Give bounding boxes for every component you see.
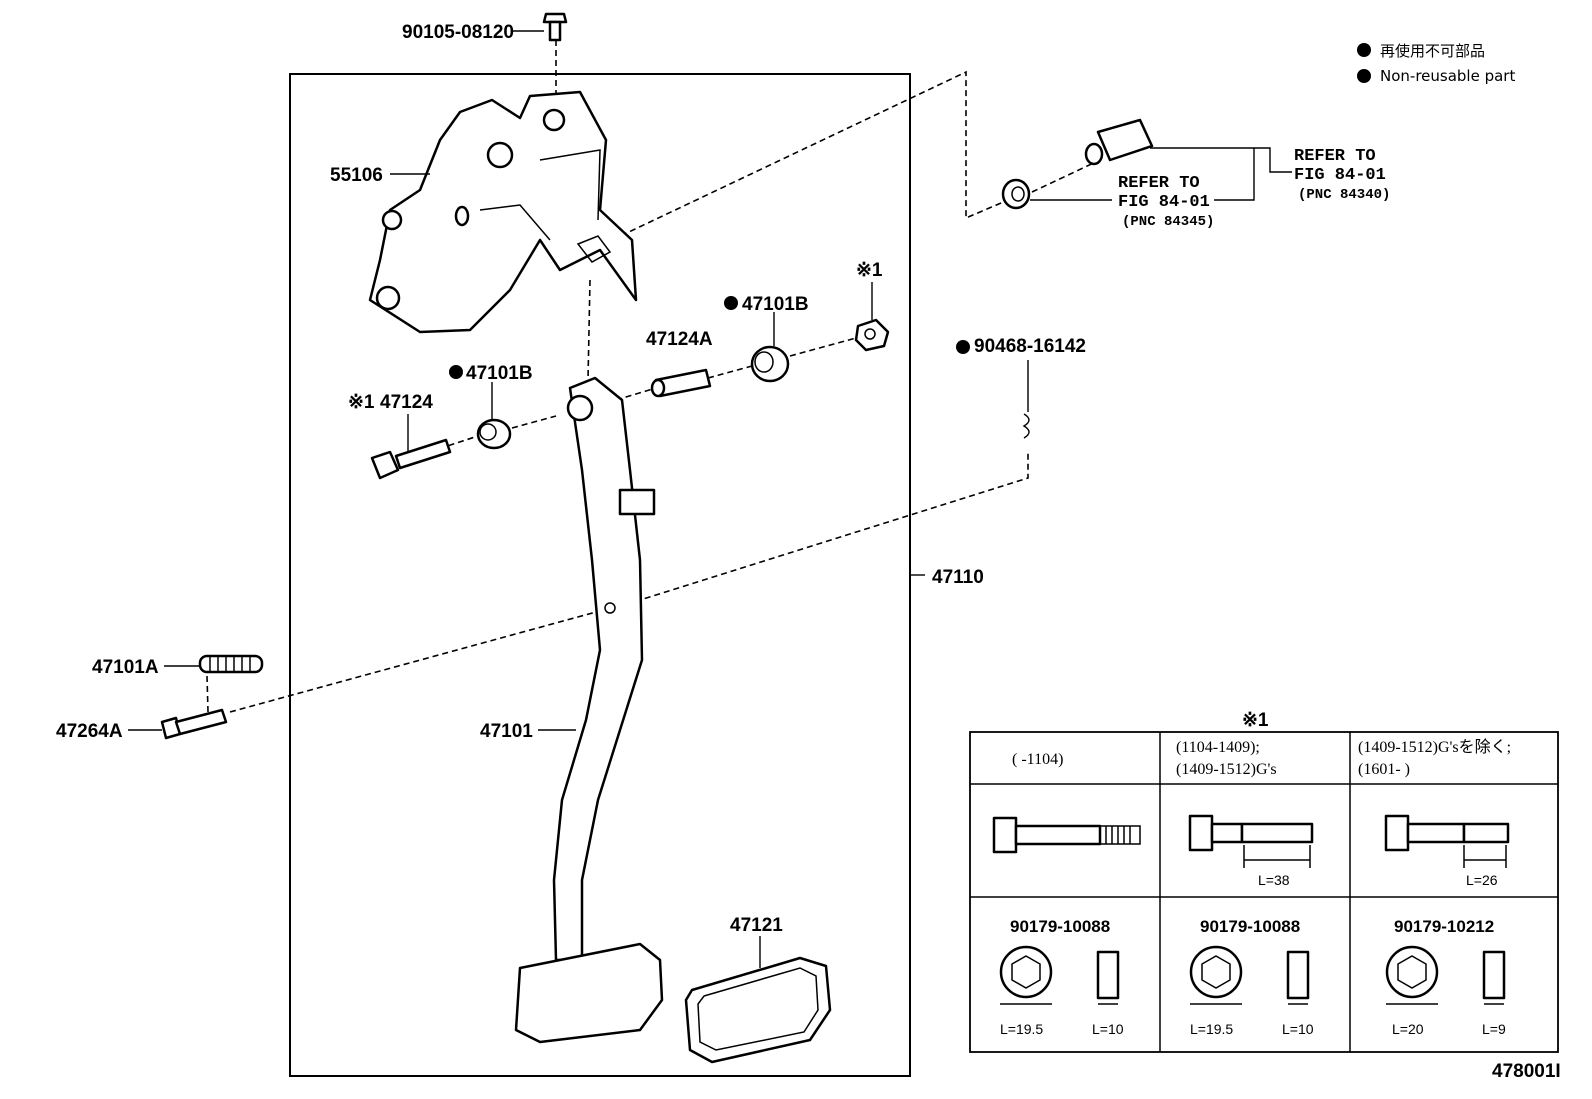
pedal-pad-47121-icon [684, 956, 832, 1064]
mark-1-bolt: ※1 [348, 392, 375, 413]
svg-text:(PNC 84340): (PNC 84340) [1298, 187, 1390, 203]
nut-dim-2a: L=19.5 [1190, 1021, 1233, 1037]
label-47101A: 47101A [92, 657, 159, 678]
spring-47101A-icon [198, 654, 264, 674]
bolt-variant-1-icon [992, 816, 1141, 854]
stop-lamp-switch-icon [1084, 118, 1154, 166]
legend-dot-icon [1357, 43, 1371, 57]
svg-text:REFER TO: REFER TO [1118, 174, 1200, 193]
nut-dim-3b: L=9 [1482, 1021, 1506, 1037]
nut-dim-2b: L=10 [1282, 1021, 1314, 1037]
label-47124: 47124 [380, 392, 433, 413]
nut-part-3: 90179-10212 [1394, 917, 1494, 936]
label-90105-08120: 90105-08120 [402, 22, 514, 43]
label-47110: 47110 [932, 567, 984, 588]
nut-variant-3-icon [1385, 945, 1506, 1005]
variant-table: ※1 ( -1104) (1104-1409); (1409-1512)G's … [969, 710, 1559, 1053]
dashed-connectors [206, 40, 1101, 713]
bolt-variant-3-icon [1384, 814, 1510, 868]
non-reusable-dot-icon [956, 340, 970, 354]
label-47121: 47121 [730, 915, 783, 936]
nut-variant-2-icon [1189, 945, 1310, 1005]
legend-english: Non-reusable part [1380, 67, 1515, 85]
table-header-2a: (1104-1409); [1176, 739, 1260, 756]
label-47124A: 47124A [646, 329, 713, 350]
pin-47264A-icon [160, 708, 228, 740]
clip-90468-icon [1022, 360, 1030, 439]
bolt-variant-2-icon [1188, 814, 1314, 868]
leader-lines [128, 30, 1292, 968]
bolt-47124-icon [370, 438, 452, 480]
bushing-47101B-right-icon [750, 345, 790, 383]
legend: 再使用不可部品 Non-reusable part [1357, 42, 1515, 85]
bushing-47101B-left-icon [476, 418, 512, 450]
label-47101: 47101 [480, 721, 533, 742]
table-header-3b: (1601- ) [1358, 761, 1410, 778]
label-47101B-right: 47101B [742, 294, 809, 315]
svg-text:FIG 84-01: FIG 84-01 [1294, 166, 1386, 185]
bracket-55106-icon [368, 90, 638, 334]
svg-text:REFER TO: REFER TO [1294, 147, 1376, 166]
pedal-arm-47101-icon [514, 376, 664, 1044]
nut-part-1: 90179-10088 [1010, 917, 1110, 936]
label-55106: 55106 [330, 165, 383, 186]
label-47101B-left: 47101B [466, 363, 533, 384]
non-reusable-dot-icon [724, 296, 738, 310]
label-47264A: 47264A [56, 721, 123, 742]
collar-47124A-icon [650, 368, 712, 398]
svg-text:FIG 84-01: FIG 84-01 [1118, 193, 1210, 212]
svg-text:(PNC 84345): (PNC 84345) [1122, 214, 1214, 230]
non-reusable-dot-icon [449, 365, 463, 379]
nut-dim-3a: L=20 [1392, 1021, 1424, 1037]
figure-id: 478001I [1492, 1061, 1561, 1082]
legend-japanese: 再使用不可部品 [1380, 42, 1485, 60]
table-header-3a: (1409-1512)G'sを除く; [1358, 738, 1511, 756]
bolt-length-2: L=38 [1258, 872, 1290, 888]
nut-mark1-icon [854, 318, 890, 352]
table-header-2b: (1409-1512)G's [1176, 761, 1277, 778]
bolt-90105-icon [542, 12, 568, 42]
bolt-length-3: L=26 [1466, 872, 1498, 888]
nut-variant-1-icon [999, 945, 1120, 1005]
nut-dim-1b: L=10 [1092, 1021, 1124, 1037]
legend-dot-icon [1357, 69, 1371, 83]
nut-part-2: 90179-10088 [1200, 917, 1300, 936]
mark-1-nut: ※1 [856, 260, 883, 281]
table-mark: ※1 [1242, 710, 1269, 731]
switch-cushion-icon [1001, 178, 1031, 210]
label-90468-16142: 90468-16142 [974, 336, 1086, 357]
table-header-1: ( -1104) [1012, 751, 1063, 768]
nut-dim-1a: L=19.5 [1000, 1021, 1043, 1037]
refer-note-84345: REFER TO FIG 84-01 (PNC 84345) [1118, 174, 1214, 230]
refer-note-84340: REFER TO FIG 84-01 (PNC 84340) [1294, 147, 1390, 203]
